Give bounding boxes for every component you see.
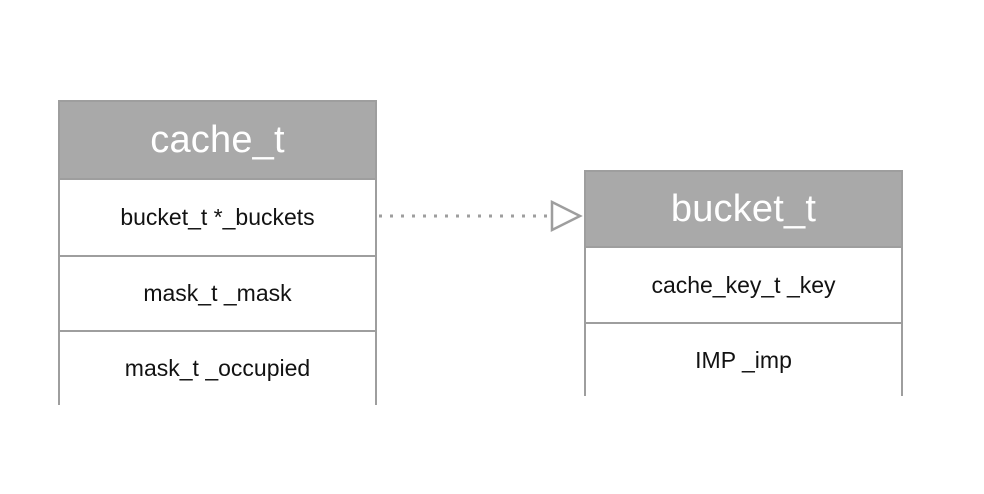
dependency-arrow-cache-t-to-bucket-t xyxy=(379,199,583,233)
class-attribute-row: cache_key_t _key xyxy=(586,248,901,322)
class-attribute-row: bucket_t *_buckets xyxy=(60,180,375,255)
class-title-bucket-t: bucket_t xyxy=(586,172,901,248)
class-attribute-row: mask_t _mask xyxy=(60,255,375,330)
class-title-cache-t: cache_t xyxy=(60,102,375,180)
class-attribute-row: IMP _imp xyxy=(586,322,901,396)
class-box-bucket-t[interactable]: bucket_t cache_key_t _key IMP _imp xyxy=(584,170,903,396)
class-attribute-row: mask_t _occupied xyxy=(60,330,375,405)
hollow-triangle-arrowhead-icon xyxy=(550,199,583,233)
class-box-cache-t[interactable]: cache_t bucket_t *_buckets mask_t _mask … xyxy=(58,100,377,405)
